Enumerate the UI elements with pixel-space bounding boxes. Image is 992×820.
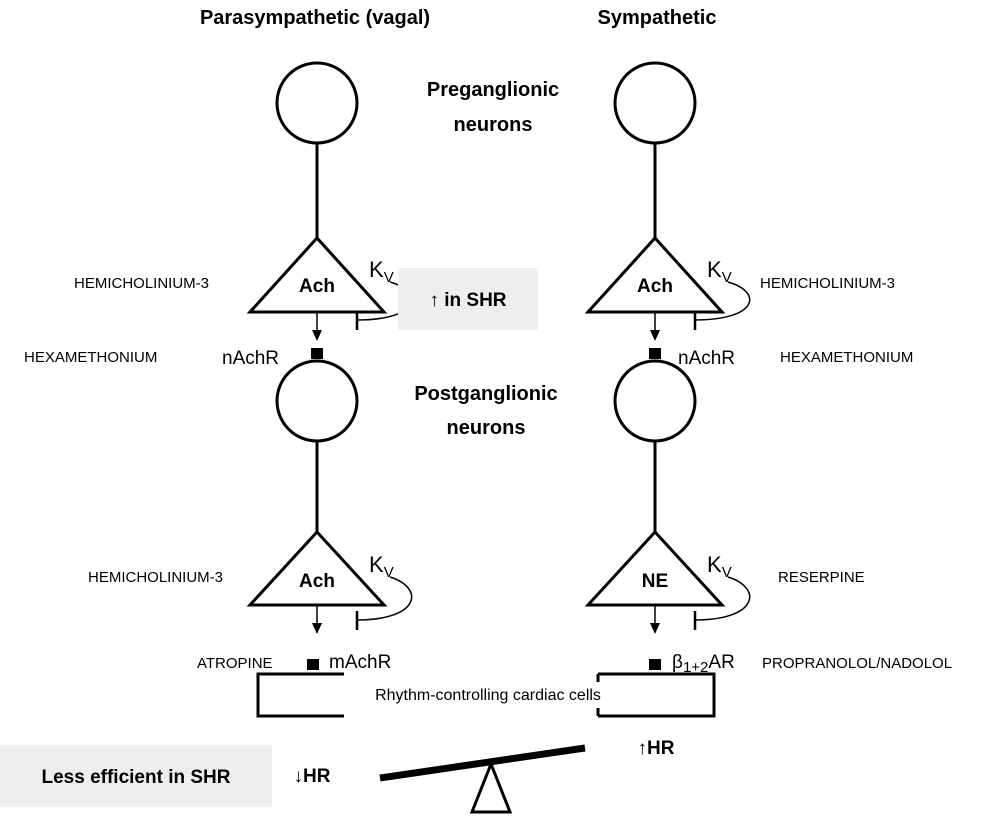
para-target-receptor-mark [307,659,319,670]
receptor-symp-target: β1+2AR [672,652,735,676]
label-postganglionic-line2: neurons [447,417,526,439]
symp-post-kv-feedback: KV [693,552,751,630]
symp-post-kv-label: KV [707,552,732,581]
symp-target-receptor-mark [649,659,661,670]
para-pre-terminal [246,235,388,314]
cardiac-cells-box: Rhythm-controlling cardiac cells [256,672,716,718]
drug-para-ganglion: HEXAMETHONIUM [24,349,157,366]
header-parasympathetic: Parasympathetic (vagal) [200,7,430,29]
symp-preganglionic-neuron: Ach [584,61,726,341]
kv-shr-note: ↑ in SHR [429,290,506,311]
label-preganglionic-line2: neurons [454,114,533,136]
drug-symp-target: PROPRANOLOL/NADOLOL [762,655,952,672]
cardiac-box-left [256,672,344,718]
less-efficient-note-box [0,745,272,807]
symp-postganglionic-neuron: NE [584,359,726,634]
para-preganglionic-neuron: Ach [246,61,388,341]
kv-shr-note-box [398,268,538,330]
symp-pre-terminal [584,235,726,314]
symp-post-terminal [584,529,726,607]
para-post-kv-label: KV [369,552,394,581]
receptor-para-target: mAchR [329,652,391,673]
symp-post-kv-curve [694,576,751,621]
label-preganglionic-line1: Preganglionic [427,79,559,101]
symp-pre-kv-label: KV [707,257,732,286]
para-post-kv-feedback: KV [355,552,413,630]
para-pre-arrowhead [312,330,322,341]
symp-pre-arrowhead [650,330,660,341]
drug-symp-ganglion: HEXAMETHONIUM [780,349,913,366]
symp-pre-kv-curve [694,281,751,321]
drug-para-pre: HEMICHOLINIUM-3 [74,275,209,292]
symp-post-neurotransmitter: NE [642,571,668,592]
symp-pre-kv-feedback: KV [693,257,751,330]
label-postganglionic-line1: Postganglionic [414,383,557,405]
outcome-hr-down: ↓HR [294,766,331,787]
seesaw-beam [379,744,586,782]
para-pre-soma [275,61,359,145]
cardiac-cells-label: Rhythm-controlling cardiac cells [375,687,601,704]
para-pre-kv-label: KV [369,257,394,286]
cardiac-box-right [598,672,716,718]
outcome-hr-up: ↑HR [638,738,675,759]
symp-ganglion-receptor-mark [649,348,661,359]
symp-post-arrowhead [650,623,660,634]
para-postganglionic-neuron: Ach [246,359,388,634]
drug-para-post: HEMICHOLINIUM-3 [88,569,223,586]
symp-pre-neurotransmitter: Ach [637,276,673,297]
para-post-arrowhead [312,623,322,634]
drug-symp-pre: HEMICHOLINIUM-3 [760,275,895,292]
drug-para-target: ATROPINE [197,655,273,672]
para-ganglion-receptor-mark [311,348,323,359]
para-pre-neurotransmitter: Ach [299,276,335,297]
symp-post-soma [613,359,697,443]
seesaw-fulcrum [469,759,513,814]
para-post-soma [275,359,359,443]
para-post-neurotransmitter: Ach [299,571,335,592]
para-post-terminal [246,529,388,607]
drug-symp-post: RESERPINE [778,569,865,586]
header-sympathetic: Sympathetic [598,7,717,29]
seesaw-balance [379,744,586,814]
receptor-para-ganglion: nAchR [222,348,279,369]
less-efficient-note: Less efficient in SHR [42,767,231,788]
symp-pre-soma [613,61,697,145]
receptor-symp-ganglion: nAchR [678,348,735,369]
para-post-kv-curve [356,576,413,621]
